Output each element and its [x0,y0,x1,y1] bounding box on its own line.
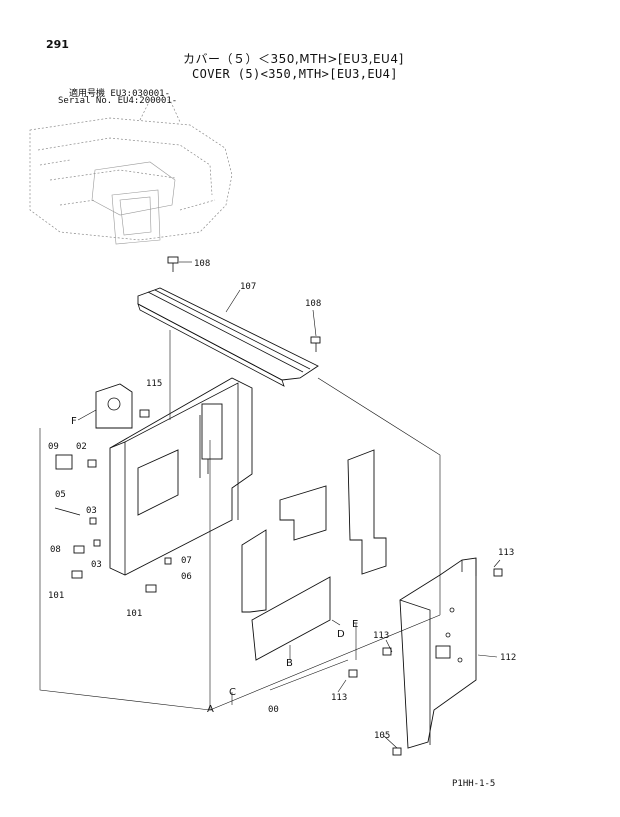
assembly-frame-lines [39,330,501,749]
callout-108-right: 108 [305,299,321,309]
callout-101-right: 101 [126,609,142,619]
callout-03-lower: 03 [91,560,102,570]
callout-06: 06 [181,572,192,582]
callout-labels: 108 107 108 115 F 09 02 05 03 08 03 07 0… [48,259,516,741]
callout-00: 00 [268,705,279,715]
title-japanese: カバー（５）＜350,MTH>[EU3,EU4] [183,52,404,66]
footer-code: P1HH-1-5 [452,779,496,789]
callout-101-left: 101 [48,591,64,601]
callout-09: 09 [48,442,59,452]
bolt-108-top [167,256,192,272]
callout-113-low: 113 [331,693,347,703]
callout-113-mid: 113 [373,631,389,641]
pad-parts [241,449,387,661]
callout-108-top: 108 [194,259,210,269]
callout-C: C [229,687,236,698]
callout-F: F [71,416,77,427]
callout-D: D [337,629,345,640]
machine-ghost-outline [29,99,233,245]
bolt-108-right [310,309,321,352]
right-bracket-112 [399,557,477,749]
callout-07: 07 [181,556,192,566]
callout-B: B [286,658,293,669]
callout-02: 02 [76,442,87,452]
callout-113-top: 113 [498,548,514,558]
callout-08: 08 [50,545,61,555]
callout-E: E [352,619,358,630]
serial-applicable-line: 適用号機 EU3:030001- [69,89,171,99]
callout-107: 107 [240,282,256,292]
callout-115: 115 [146,379,162,389]
callout-A: A [207,704,214,715]
small-hardware [54,409,503,756]
callout-105: 105 [374,731,390,741]
title-english: COVER (5)<350,MTH>[EU3,EU4] [192,67,398,81]
bracket-107 [137,287,319,387]
serial-number-line: Serial No. EU4:200001- [58,96,178,106]
callout-03-upper: 03 [86,506,97,516]
callout-05: 05 [55,490,66,500]
main-cover-panel [109,377,253,576]
callout-112: 112 [500,653,516,663]
plate-F [77,383,133,429]
page-number: 291 [46,38,69,51]
